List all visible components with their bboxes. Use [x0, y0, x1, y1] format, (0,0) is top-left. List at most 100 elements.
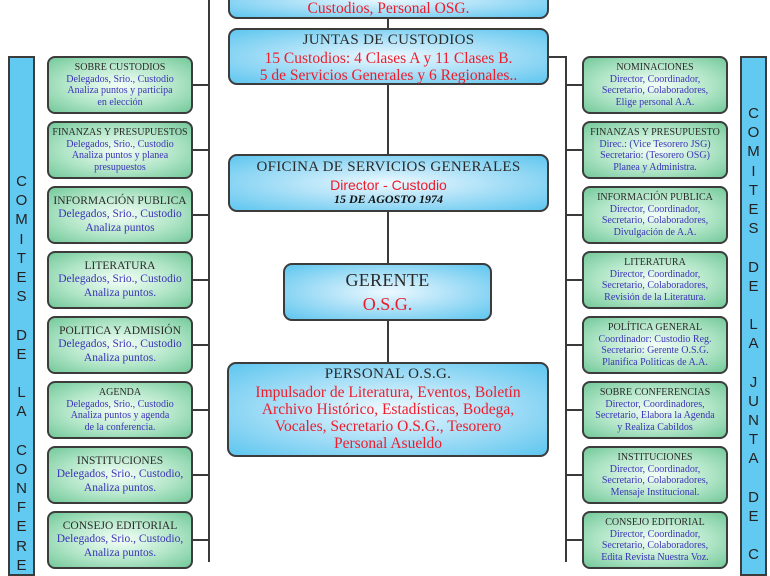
bar-letter: S [16, 288, 27, 306]
committee-line: Delegados, Srio., Custodio [58, 273, 182, 286]
committee-line: de la conferencia. [84, 421, 156, 433]
bar-letter [751, 526, 755, 545]
committee-line: Analiza puntos. [83, 351, 157, 364]
committee-title: CONSEJO EDITORIAL [62, 520, 178, 533]
committee-line: Analiza puntos. [83, 286, 157, 299]
bar-letter: D [748, 488, 759, 506]
committee-line: Director, Coordinador, [609, 463, 701, 475]
juntas-line2: 5 de Servicios Generales y 6 Regionales.… [259, 66, 518, 84]
committee-line: Secretario, Colaboradores, [601, 540, 709, 551]
committee-line: Analiza puntos. [83, 546, 157, 559]
committee-line: Planea y Administra. [613, 161, 697, 173]
bar-letter: O [15, 460, 28, 478]
committee-title: SOBRE CUSTODIOS [74, 62, 166, 73]
juntas-de-custodios-box: JUNTAS DE CUSTODIOS 15 Custodios: 4 Clas… [228, 28, 549, 85]
committee-title: INFORMACIÓN PUBLICA [53, 195, 187, 208]
bar-letter [19, 364, 23, 383]
bar-letter: O [15, 192, 28, 210]
committee-title: LITERATURA [84, 260, 156, 273]
oficina-title: OFICINA DE SERVICIOS GENERALES [256, 159, 521, 175]
bar-letter: D [16, 326, 27, 344]
bar-letter: U [748, 392, 759, 410]
committee-title: INSTITUCIONES [617, 452, 693, 463]
top-box: Custodios, Personal OSG. [228, 0, 549, 19]
committee-line: Mensaje Institucional. [610, 486, 700, 498]
bar-letter: S [748, 220, 759, 238]
committee-line: Secretario, Elabora la Agenda [595, 410, 715, 421]
committee-title: FINANZAS Y PRESUPUESTO [590, 127, 720, 138]
gerente-line1: O.S.G. [362, 293, 413, 314]
bar-letter: F [16, 499, 27, 517]
personal-line: Personal Asueldo [333, 434, 443, 452]
committee-connector [566, 344, 583, 346]
committee-line: Divulgación de A.A. [613, 226, 697, 238]
bar-letter [751, 296, 755, 315]
personal-line: Archivo Histórico, Estadísticas, Bodega, [261, 400, 515, 418]
bar-letter: I [751, 162, 756, 180]
bar-letter: A [748, 450, 759, 468]
bar-letter: E [16, 556, 27, 574]
bar-letter: N [16, 480, 27, 497]
committee-line: Analiza puntos [85, 221, 155, 234]
bar-letter: L [17, 384, 26, 402]
gerente-box: GERENTE O.S.G. [283, 263, 492, 321]
committee-line: Director, Coordinadores, [605, 398, 705, 410]
bar-letter: J [749, 373, 758, 391]
committee-connector [192, 474, 209, 476]
committee-line: Director, Coordinador, [609, 203, 701, 215]
personal-line: Impulsador de Literatura, Eventos, Bolet… [255, 383, 521, 401]
bar-letter: R [16, 537, 27, 555]
committee-line: Delegados, Srio., Custodio [58, 338, 182, 351]
committee-connector [192, 344, 209, 346]
committee-connector [566, 474, 583, 476]
bar-letter: N [748, 412, 759, 429]
bar-letter: T [16, 249, 27, 267]
committee-title: INFORMACIÓN PUBLICA [597, 192, 713, 203]
bar-letter: M [747, 143, 760, 161]
personal-osg-box: PERSONAL O.S.G. Impulsador de Literatura… [227, 362, 549, 457]
committee-title: NOMINACIONES [616, 62, 694, 73]
bar-letter: C [748, 105, 759, 122]
committee-line: en elección [97, 96, 143, 108]
committee-line: Secretario, Colaboradores, [601, 475, 709, 486]
committee-line: Edita Revista Nuestra Voz. [601, 551, 709, 563]
committee-title: POLÍTICA GENERAL [607, 322, 703, 333]
committee-connector [192, 214, 209, 216]
bar-letter [19, 421, 23, 440]
gerente-title: GERENTE [345, 270, 430, 290]
committee-title: LITERATURA [624, 257, 686, 268]
bar-letter [751, 353, 755, 372]
committee-connector [566, 214, 583, 216]
committee-title: POLITICA Y ADMISIÓN [59, 325, 181, 338]
committee-connector [566, 409, 583, 411]
committee-line: Director, Coordinador, [609, 73, 701, 85]
personal-title: PERSONAL O.S.G. [324, 366, 452, 382]
bar-letter: O [747, 124, 760, 142]
committee-line: Analiza puntos y participa [67, 85, 173, 96]
committee-line: Revisión de la Literatura. [604, 291, 706, 303]
committee-line: Delegados, Srio., Custodio [66, 73, 174, 85]
committee-line: Analiza puntos y agenda [70, 410, 170, 421]
juntas-title: JUNTAS DE CUSTODIOS [302, 32, 475, 48]
committee-line: Delegados, Srio., Custodio, [56, 468, 184, 481]
committee-line: y Realiza Cabildos [617, 421, 693, 433]
bar-letter: E [748, 507, 759, 525]
committee-connector [566, 149, 583, 151]
committee-connector [566, 279, 583, 281]
bar-letter: C [16, 173, 27, 190]
bar-letter: A [16, 403, 27, 421]
bar-letter: A [748, 335, 759, 353]
